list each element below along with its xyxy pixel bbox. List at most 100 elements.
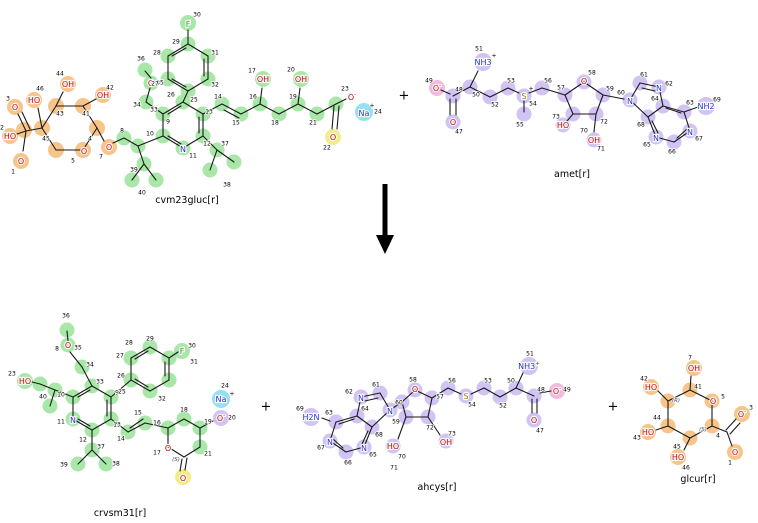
bond [130,346,151,359]
bond [401,389,416,403]
atom-map-number: 72 [600,119,608,126]
bond [145,101,164,115]
atom-map-number: 45 [673,444,681,451]
atom-label: Na [359,109,370,118]
atom-label: N [653,134,659,143]
bond [77,389,91,398]
atom-map-number: 52 [499,403,507,410]
atom-map-number: 10 [146,131,154,138]
atom-label: OH [688,364,700,373]
atom-highlight [60,76,76,92]
atom-map-number: 14 [214,94,222,101]
bond [143,163,157,181]
bond [667,425,691,439]
bond [91,449,107,465]
bond [665,107,682,114]
bond [662,105,685,113]
atom-map-number: 62 [665,81,673,88]
atom-highlight [7,99,23,115]
bond [676,128,688,139]
bond [110,418,129,433]
atom-map-number: 33 [96,379,104,386]
atom-highlight [697,97,715,115]
atom-map-number: 23 [341,86,349,93]
atom-label: NH2 [697,102,714,111]
atom-highlight [727,444,743,460]
bond [112,137,125,144]
bond [725,418,737,431]
atom-map-number: 48 [537,387,545,394]
stereo-label: (S) [172,457,180,463]
bond [202,135,218,151]
atom-highlight [516,106,532,122]
bond [566,113,574,122]
atom-map-number: 64 [651,96,659,103]
bond [321,417,331,422]
bond [82,98,97,107]
bond [564,81,585,96]
atom-map-number: 8 [120,128,124,135]
bond [25,127,43,132]
bond [129,418,144,429]
bond [77,449,93,465]
atom-map-number: 53 [507,78,515,85]
atom-map-number: 69 [713,97,721,104]
atom-map-number: 72 [426,425,434,432]
bond [583,81,604,96]
bond [647,105,664,118]
bond [183,418,201,429]
atom-label: O [732,448,738,457]
atom-map-number: 54 [529,101,537,108]
atom-map-number: 11 [57,419,65,426]
atom-map-number: 9 [166,119,170,126]
plus-operator-top: + [398,88,410,104]
bond [336,105,340,130]
atom-map-number: 5 [721,394,725,401]
plus-operator-bottom-1: + [260,399,272,415]
bond [69,351,83,368]
atom-highlight [686,360,702,376]
atom-label: O [106,143,112,152]
atom-label: N [687,128,693,137]
bond [335,98,347,105]
bond [440,89,451,95]
bond [91,385,112,398]
atom-map-number: 41 [82,111,90,118]
atom-map-number: + [528,86,533,93]
bond [689,389,713,402]
bond [66,330,69,342]
bond [726,431,733,447]
bond [414,389,433,399]
atom-highlight [137,62,153,78]
atom-highlight [59,322,75,338]
bond [182,135,204,149]
atom-map-number: 51 [475,46,483,53]
bond [187,78,209,92]
molecule-label-cvm23gluc: cvm23gluc[r] [155,195,218,206]
stereo-label: (S) [699,427,707,433]
bond [183,446,201,458]
bond [602,94,625,100]
atom-map-number: 45 [42,136,50,143]
bond [82,105,98,129]
atom-map-number: 39 [130,167,138,174]
bond [144,70,152,79]
atom-map-number: 54 [468,402,476,409]
atom-highlight [2,128,18,144]
atom-map-number: 4 [716,433,720,440]
atom-map-number: 59 [606,86,614,93]
bond [167,418,185,429]
atom-map-number: 43 [633,435,641,442]
bond [364,397,379,402]
bond [469,86,491,98]
atom-map-number: 73 [552,114,560,121]
atom-label: O- [348,92,356,102]
atom-map-number: 24 [221,383,229,390]
atom-map-number: 12 [203,141,211,148]
atom-map-number: 24 [374,109,382,116]
atom-map-number: 39 [60,462,68,469]
atom-label: HO [28,96,40,105]
atom-map-number: 71 [390,465,398,472]
atom-label: HO [672,453,684,462]
